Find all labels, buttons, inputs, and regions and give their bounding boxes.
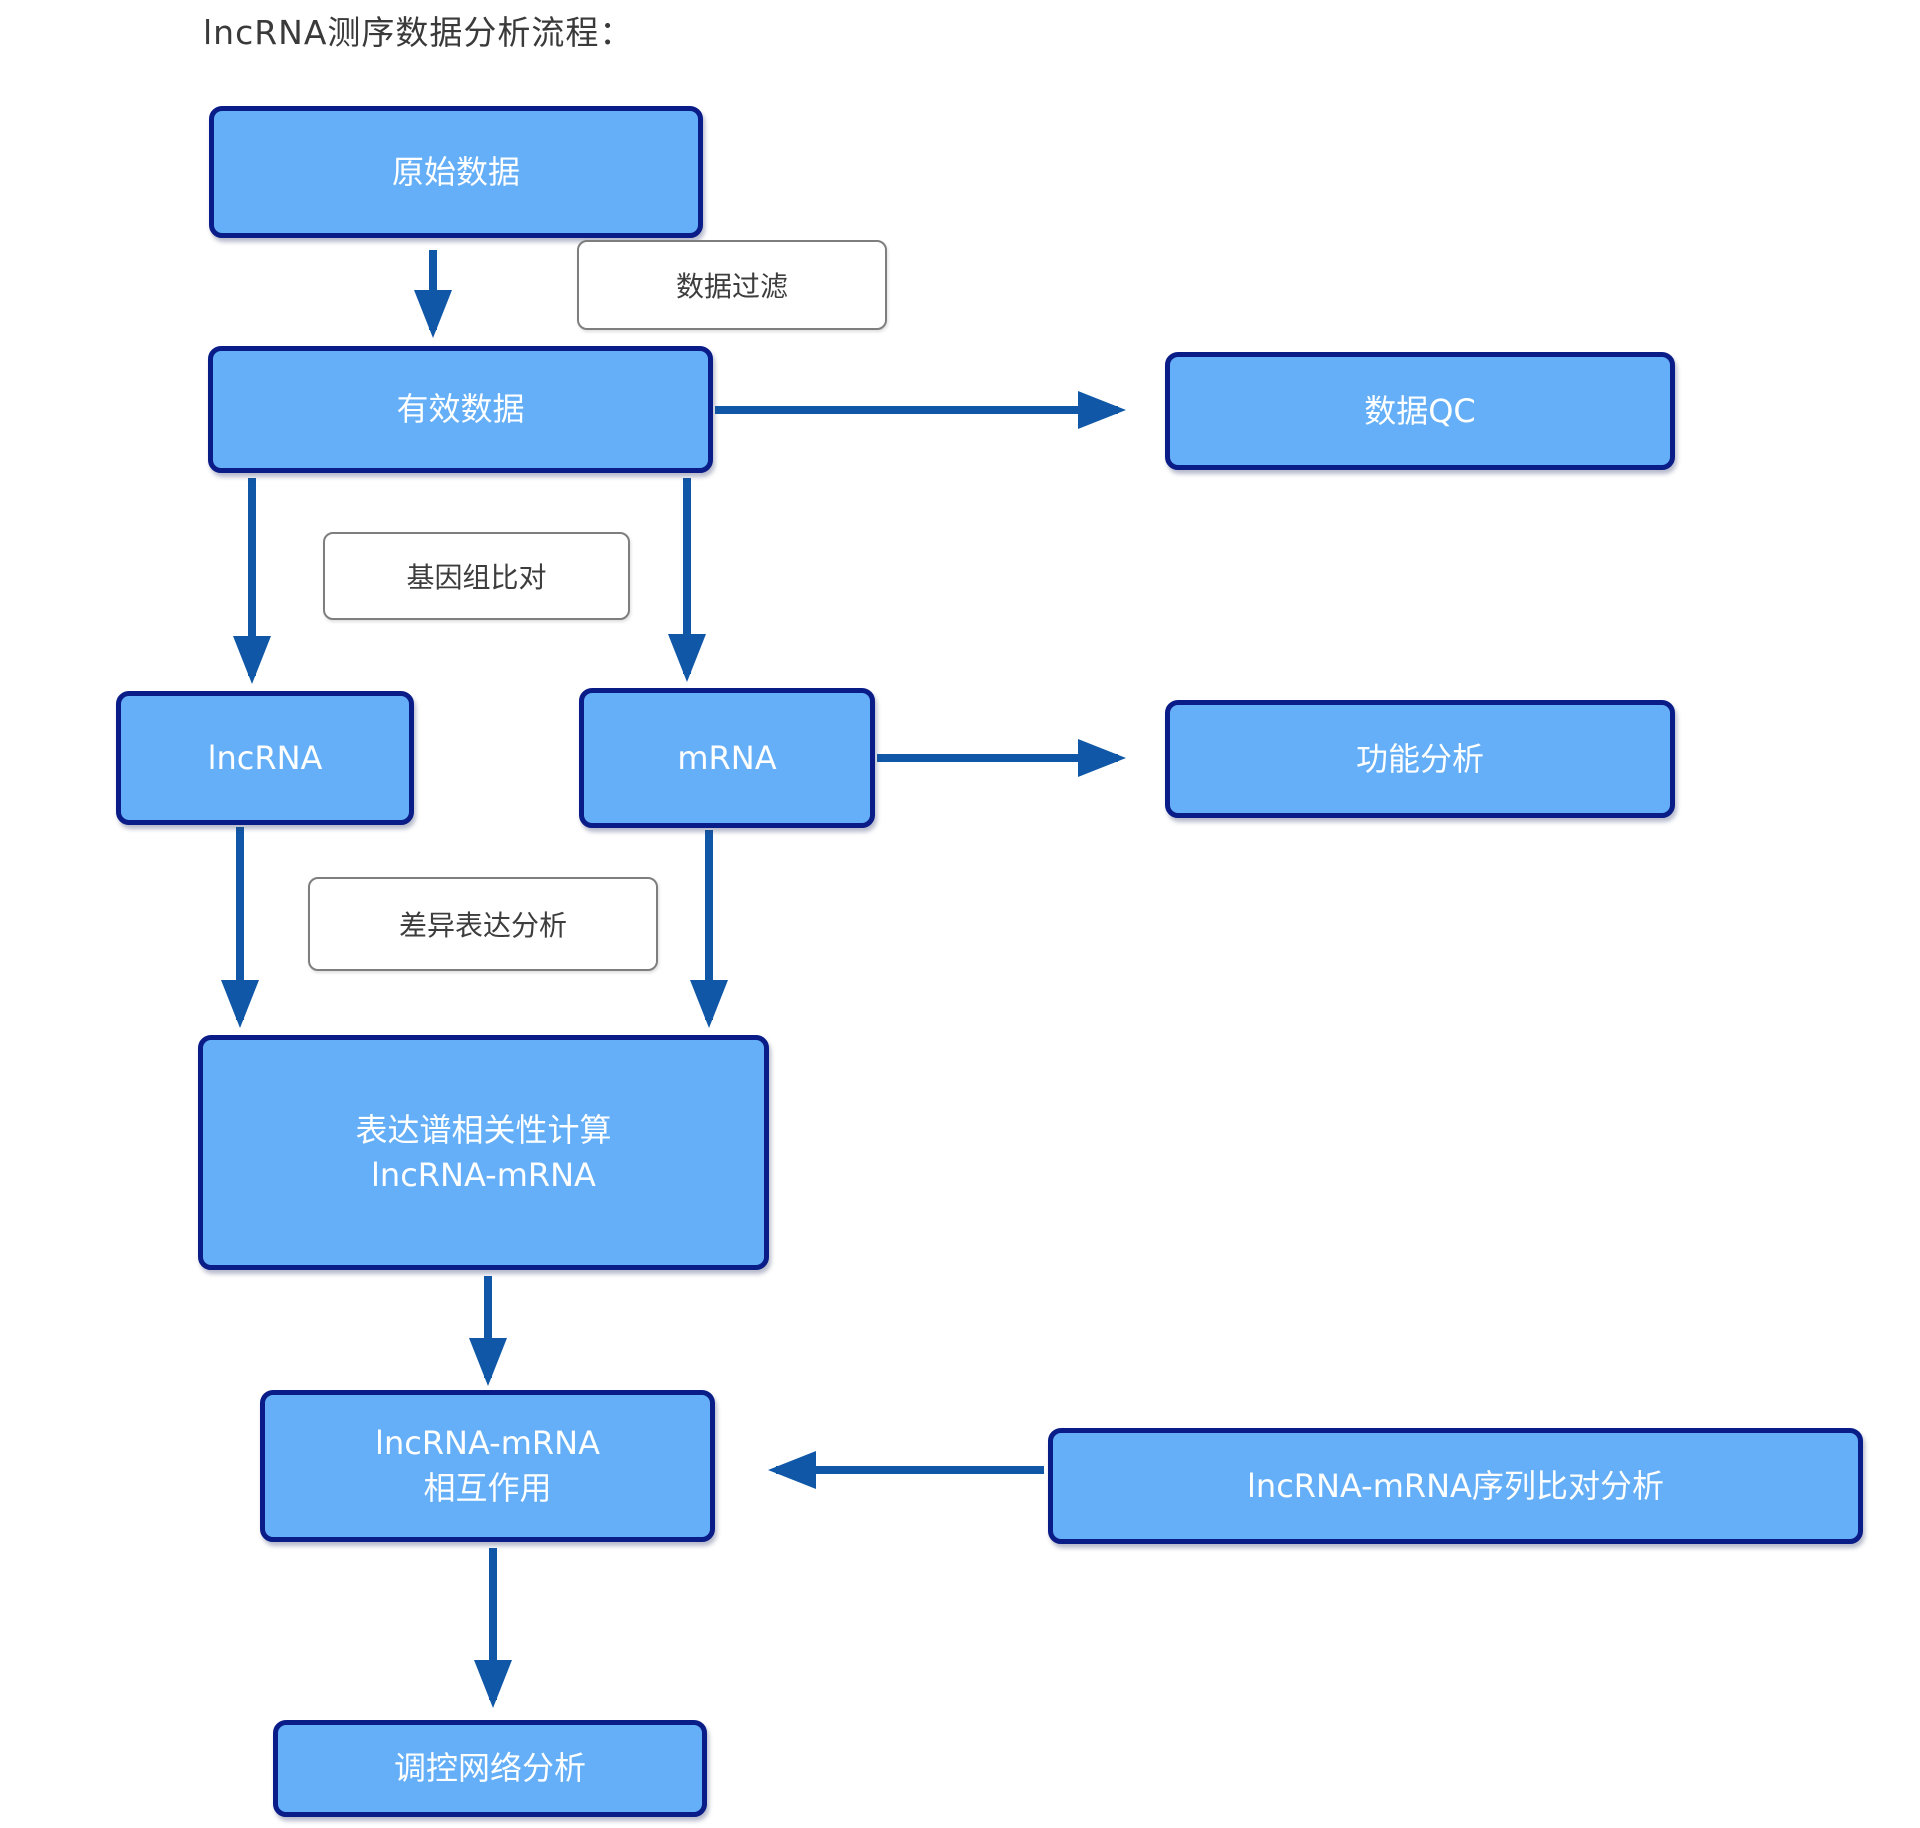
node-network-label: 调控网络分析	[393, 1749, 586, 1788]
node-interaction: lncRNA-mRNA 相互作用	[260, 1390, 715, 1542]
node-seq-align-label: lncRNA-mRNA序列比对分析	[1247, 1466, 1664, 1505]
node-interaction-line1: lncRNA-mRNA	[375, 1424, 600, 1463]
node-func-analysis: 功能分析	[1165, 700, 1675, 818]
node-corr-calc: 表达谱相关性计算 lncRNA-mRNA	[198, 1035, 769, 1270]
step-label-data-filter: 数据过滤	[577, 240, 887, 330]
node-seq-align: lncRNA-mRNA序列比对分析	[1048, 1428, 1863, 1544]
node-data-qc-label: 数据QC	[1364, 391, 1476, 430]
node-mrna: mRNA	[579, 688, 875, 828]
node-mrna-label: mRNA	[677, 738, 777, 777]
page-title: lncRNA测序数据分析流程：	[203, 13, 634, 52]
node-network: 调控网络分析	[273, 1720, 707, 1817]
node-corr-calc-line2: lncRNA-mRNA	[371, 1155, 596, 1194]
node-corr-calc-line1: 表达谱相关性计算	[355, 1110, 612, 1149]
node-func-analysis-label: 功能分析	[1355, 739, 1484, 778]
node-corr-calc-label: 表达谱相关性计算 lncRNA-mRNA	[355, 1108, 611, 1198]
node-raw-data: 原始数据	[209, 106, 703, 238]
step-label-data-filter-text: 数据过滤	[675, 270, 788, 303]
node-interaction-line2: 相互作用	[423, 1469, 552, 1507]
node-raw-data-label: 原始数据	[391, 152, 520, 191]
node-lncrna-label: lncRNA	[207, 738, 323, 777]
step-label-genome-align-text: 基因组比对	[406, 561, 547, 594]
node-valid-data: 有效数据	[208, 346, 713, 473]
node-lncrna: lncRNA	[116, 691, 414, 825]
node-data-qc: 数据QC	[1165, 352, 1675, 470]
node-interaction-label: lncRNA-mRNA 相互作用	[375, 1421, 600, 1511]
step-label-diff-expr-text: 差异表达分析	[398, 909, 567, 942]
node-valid-data-label: 有效数据	[396, 390, 525, 429]
step-label-diff-expr: 差异表达分析	[308, 877, 658, 971]
step-label-genome-align: 基因组比对	[323, 532, 630, 620]
